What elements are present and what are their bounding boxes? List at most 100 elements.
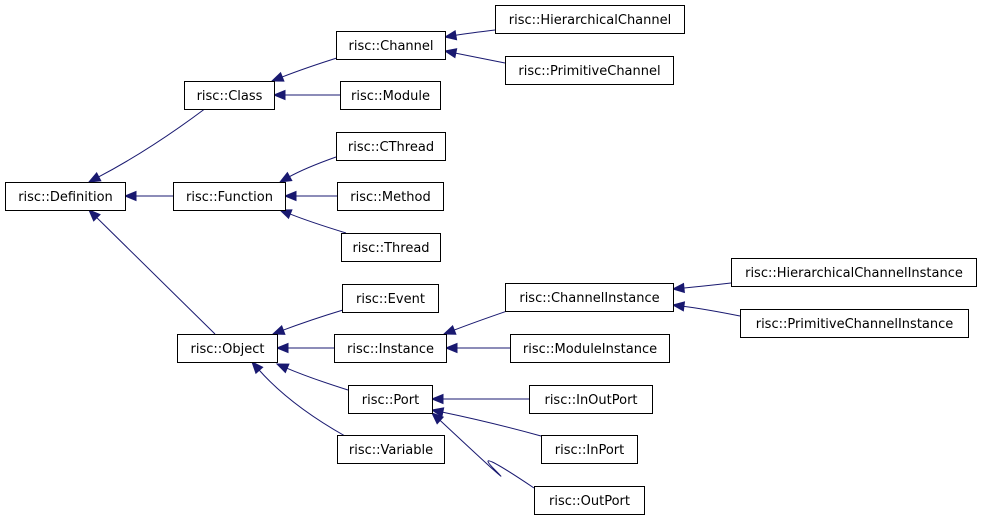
- arrowhead-icon: [444, 342, 458, 354]
- class-node-primitive-channel[interactable]: risc::PrimitiveChannel: [505, 56, 674, 85]
- class-node-label: risc::Instance: [347, 342, 434, 357]
- edge-line: [454, 52, 506, 64]
- edge-line: [454, 29, 496, 36]
- class-node-channel[interactable]: risc::Channel: [336, 31, 446, 60]
- edge-line: [282, 309, 344, 331]
- class-node-object[interactable]: risc::Object: [177, 334, 278, 363]
- edge-line: [453, 309, 511, 331]
- class-node-label: risc::HierarchicalChannel: [509, 13, 672, 28]
- class-node-box: [510, 334, 670, 363]
- arrowhead-icon: [123, 190, 137, 202]
- inheritance-edge-hierarchical-channel-instance-to-channel-instance: [671, 282, 732, 294]
- edge-line: [289, 213, 347, 234]
- arrowhead-icon: [270, 71, 285, 82]
- arrowhead-icon: [671, 282, 685, 294]
- class-node-label: risc::PrimitiveChannel: [518, 64, 660, 79]
- class-node-definition[interactable]: risc::Definition: [5, 182, 126, 211]
- class-node-box: [337, 182, 444, 211]
- arrowhead-icon: [278, 171, 293, 183]
- class-node-label: risc::Event: [356, 292, 425, 307]
- class-node-cthread[interactable]: risc::CThread: [336, 132, 446, 161]
- class-node-box: [731, 258, 977, 287]
- class-node-box: [541, 435, 638, 464]
- class-node-label: risc::Class: [197, 89, 263, 104]
- inheritance-edge-function-to-definition: [123, 190, 173, 202]
- inheritance-edge-cthread-to-function: [278, 156, 337, 183]
- class-node-label: risc::Thread: [352, 241, 429, 256]
- class-node-box: [334, 334, 447, 363]
- inheritance-edge-inout-port-to-port: [430, 393, 529, 405]
- arrowhead-icon: [275, 363, 290, 374]
- class-node-box: [342, 284, 439, 313]
- inheritance-edge-variable-to-object: [251, 361, 346, 437]
- inheritance-edge-primitive-channel-instance-to-channel-instance: [671, 301, 741, 317]
- arrowhead-icon: [272, 89, 286, 101]
- edge-line: [258, 369, 346, 437]
- class-node-function[interactable]: risc::Function: [173, 182, 286, 211]
- class-node-label: risc::Function: [186, 190, 273, 205]
- class-node-thread[interactable]: risc::Thread: [341, 233, 441, 262]
- class-node-label: risc::InOutPort: [544, 393, 637, 408]
- edge-line: [682, 282, 732, 289]
- class-node-label: risc::HierarchicalChannelInstance: [745, 266, 963, 281]
- arrowhead-icon: [87, 172, 102, 183]
- class-node-box: [340, 81, 441, 110]
- inheritance-edge-thread-to-function: [278, 209, 347, 234]
- inheritance-edge-channel-to-class: [270, 56, 341, 82]
- class-node-module[interactable]: risc::Module: [340, 81, 441, 110]
- class-node-event[interactable]: risc::Event: [342, 284, 439, 313]
- class-node-module-instance[interactable]: risc::ModuleInstance: [510, 334, 670, 363]
- arrowhead-icon: [443, 30, 458, 41]
- class-node-label: risc::ModuleInstance: [523, 342, 657, 357]
- class-node-label: risc::Port: [362, 393, 419, 408]
- class-node-inout-port[interactable]: risc::InOutPort: [529, 385, 653, 414]
- class-node-label: risc::Module: [351, 89, 430, 104]
- arrowhead-icon: [430, 407, 445, 418]
- class-node-in-port[interactable]: risc::InPort: [541, 435, 638, 464]
- class-node-channel-instance[interactable]: risc::ChannelInstance: [505, 283, 674, 312]
- edge-line: [97, 107, 207, 178]
- inheritance-edge-instance-to-object: [275, 342, 334, 354]
- edge-layer: [87, 29, 741, 489]
- class-node-instance[interactable]: risc::Instance: [334, 334, 447, 363]
- class-node-class[interactable]: risc::Class: [184, 81, 275, 110]
- arrowhead-icon: [278, 209, 293, 220]
- class-node-variable[interactable]: risc::Variable: [337, 435, 445, 464]
- inheritance-edge-class-to-definition: [87, 107, 207, 183]
- inheritance-edge-primitive-channel-to-channel: [443, 48, 506, 64]
- class-node-box: [495, 5, 685, 34]
- class-node-label: risc::Object: [191, 342, 265, 357]
- class-node-box: [336, 31, 446, 60]
- class-node-method[interactable]: risc::Method: [337, 182, 444, 211]
- class-node-box: [348, 385, 433, 414]
- arrowhead-icon: [431, 412, 445, 425]
- node-layer: risc::Definition risc::Classrisc::Functio…: [5, 5, 977, 515]
- edge-line: [441, 411, 542, 437]
- class-node-box: [341, 233, 441, 262]
- class-node-out-port[interactable]: risc::OutPort: [534, 486, 645, 515]
- edge-line: [439, 419, 535, 489]
- edge-line: [682, 305, 741, 317]
- class-node-box: [337, 435, 445, 464]
- arrowhead-icon: [271, 325, 286, 335]
- edge-line: [95, 216, 216, 335]
- class-node-primitive-channel-instance[interactable]: risc::PrimitiveChannelInstance: [740, 309, 969, 338]
- class-node-port[interactable]: risc::Port: [348, 385, 433, 414]
- class-node-label: risc::Variable: [349, 443, 433, 458]
- arrowhead-icon: [251, 361, 264, 375]
- class-node-label: risc::OutPort: [549, 494, 630, 509]
- inheritance-edge-module-instance-to-instance: [444, 342, 510, 354]
- class-node-box: [505, 283, 674, 312]
- edge-line: [288, 156, 337, 178]
- arrowhead-icon: [430, 393, 444, 405]
- inheritance-edge-method-to-function: [283, 190, 337, 202]
- class-node-hierarchical-channel-instance[interactable]: risc::HierarchicalChannelInstance: [731, 258, 977, 287]
- class-node-label: risc::CThread: [348, 140, 434, 155]
- class-node-box: [740, 309, 969, 338]
- edge-line: [286, 367, 349, 391]
- class-node-box: [184, 81, 275, 110]
- edge-line: [281, 56, 341, 78]
- arrowhead-icon: [442, 324, 457, 335]
- class-node-hierarchical-channel[interactable]: risc::HierarchicalChannel: [495, 5, 685, 34]
- class-node-box: [177, 334, 278, 363]
